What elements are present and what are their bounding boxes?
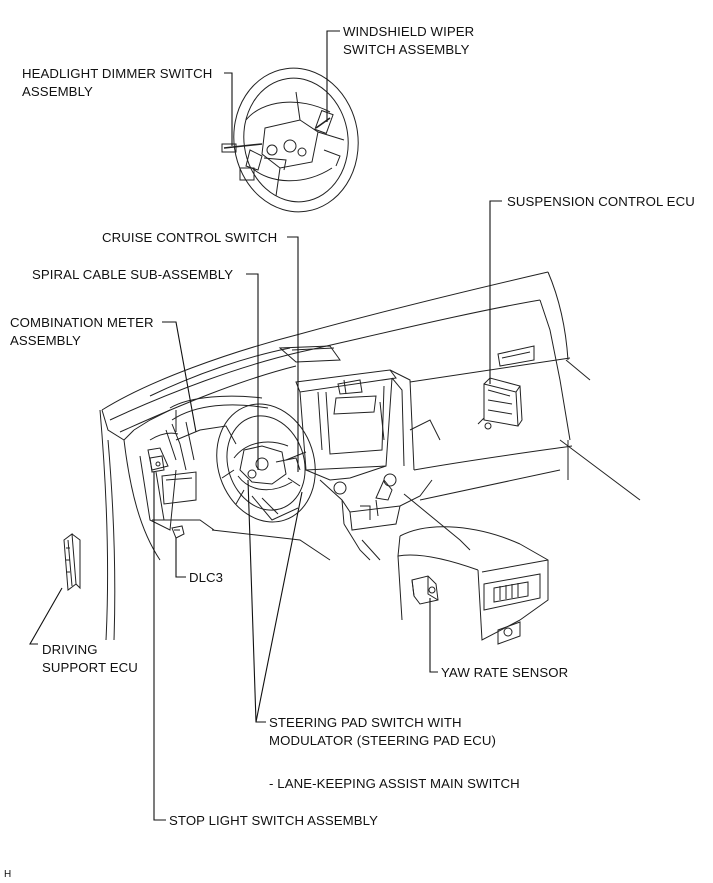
- driving-support-ecu-part: [63, 533, 81, 591]
- label-steering-pad-line2: MODULATOR (STEERING PAD ECU): [269, 733, 497, 748]
- label-steering-pad-line1: STEERING PAD SWITCH WITH: [269, 715, 462, 730]
- dashboard-illustration: [99, 271, 641, 645]
- dlc3-part: [171, 525, 185, 539]
- leader-lines: [29, 30, 502, 821]
- suspension-ecu-part: [477, 377, 523, 430]
- label-driving-support-line2: SUPPORT ECU: [42, 660, 138, 675]
- label-headlight-dimmer-line2: ASSEMBLY: [22, 84, 93, 99]
- label-lane-keeping-assist: - LANE-KEEPING ASSIST MAIN SWITCH: [269, 776, 520, 791]
- corner-mark: H: [4, 869, 12, 880]
- label-combination-meter-line2: ASSEMBLY: [10, 333, 81, 348]
- label-cruise-control-switch: CRUISE CONTROL SWITCH: [102, 230, 278, 245]
- label-windshield-wiper-line1: WINDSHIELD WIPER: [343, 24, 475, 39]
- label-spiral-cable: SPIRAL CABLE SUB-ASSEMBLY: [32, 267, 234, 282]
- label-windshield-wiper-line2: SWITCH ASSEMBLY: [343, 42, 470, 57]
- yaw-rate-sensor-part: [411, 575, 439, 605]
- label-yaw-rate-sensor: YAW RATE SENSOR: [441, 665, 569, 680]
- label-dlc3: DLC3: [189, 570, 224, 585]
- steering-wheel-inset: [221, 67, 359, 213]
- label-combination-meter-line1: COMBINATION METER: [10, 315, 154, 330]
- label-stop-light-switch: STOP LIGHT SWITCH ASSEMBLY: [169, 813, 379, 828]
- label-suspension-control-ecu: SUSPENSION CONTROL ECU: [507, 194, 695, 209]
- stop-light-switch-part: [149, 455, 165, 473]
- label-driving-support-line1: DRIVING: [42, 642, 98, 657]
- label-headlight-dimmer-line1: HEADLIGHT DIMMER SWITCH: [22, 66, 213, 81]
